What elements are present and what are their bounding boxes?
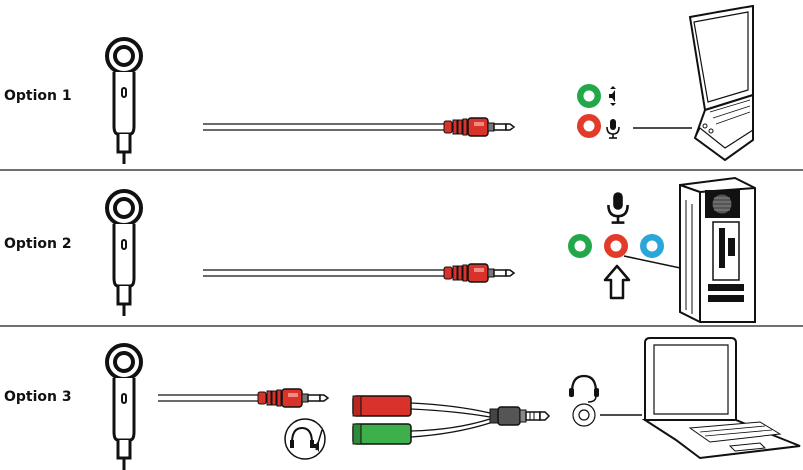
headphones-mic-combo-icon xyxy=(284,418,326,460)
microphone-icon xyxy=(105,37,143,166)
option-row-1: Option 1 xyxy=(0,0,803,170)
row-divider xyxy=(0,325,803,327)
mic-cable xyxy=(158,394,258,402)
desktop-tower-icon xyxy=(679,176,756,323)
option-row-2: Option 2 xyxy=(0,171,803,326)
splitter-adapter xyxy=(352,395,551,445)
audio-port-combo xyxy=(572,403,596,427)
row-divider xyxy=(0,169,803,171)
option-label: Option 2 xyxy=(4,236,72,252)
microphone-icon xyxy=(105,189,143,318)
arrow-up-icon xyxy=(603,264,631,300)
speaker-icon xyxy=(609,86,616,106)
mic-plug-red xyxy=(443,263,515,283)
option-row-3: Option 3 xyxy=(0,327,803,470)
mic-plug-red xyxy=(257,388,329,408)
mic-cable xyxy=(203,123,444,131)
mic-plug-red xyxy=(443,117,515,137)
audio-port-line-out xyxy=(577,84,601,108)
audio-port-mic-in xyxy=(604,234,628,258)
audio-port-line-out xyxy=(568,234,592,258)
mic-cable xyxy=(203,269,444,277)
laptop-icon xyxy=(641,337,801,460)
audio-port-line-in xyxy=(640,234,664,258)
microphone-icon xyxy=(607,192,629,224)
microphone-icon xyxy=(606,118,620,139)
microphone-icon xyxy=(105,343,143,470)
option-label: Option 3 xyxy=(4,389,72,405)
option-label: Option 1 xyxy=(4,88,72,104)
laptop-icon xyxy=(688,4,754,162)
audio-port-mic-in xyxy=(577,114,601,138)
headset-icon xyxy=(569,374,599,403)
